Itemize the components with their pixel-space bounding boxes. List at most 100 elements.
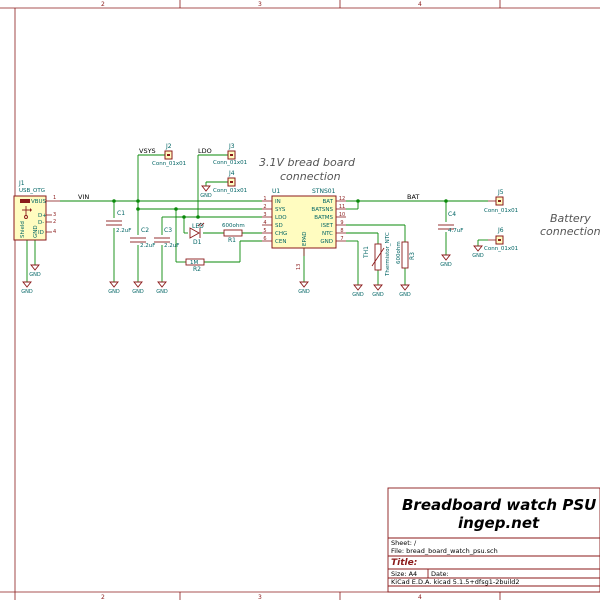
c2-ref: C2 xyxy=(141,227,149,234)
c2-gnd-symbol: GND xyxy=(132,281,144,295)
connector-j5: J5 Conn_01x01 xyxy=(484,189,518,214)
led-d1: LED D1 xyxy=(189,222,205,246)
c4-value: 4.7uF xyxy=(448,228,463,234)
note-battery-line1: Battery xyxy=(550,212,591,225)
u1-pinnum-8: 8 xyxy=(340,228,343,234)
u1-pin-gnd: GND xyxy=(320,239,333,245)
c3-value: 2.2uF xyxy=(164,243,179,249)
r3-gnd-symbol: GND xyxy=(399,284,411,298)
th1-gnd-symbol: GND xyxy=(372,284,384,298)
gnd-label: GND xyxy=(399,292,411,298)
u1-pinnum-11: 11 xyxy=(339,204,345,210)
j1-pinnum-3: 3 xyxy=(53,212,56,218)
u1-pin-bat: BAT xyxy=(323,199,334,205)
connector-j1-usb: J1 USB_OTG VBUS D+ D- ID Shield GND 1 3 … xyxy=(13,180,60,241)
j2-ref: J2 xyxy=(165,143,172,150)
u1-pinnum-3: 3 xyxy=(263,212,266,218)
capacitor-c1: C1 2.2uF xyxy=(106,210,131,234)
u1-pinnum-9: 9 xyxy=(340,220,343,226)
title-file: File: bread_board_watch_psu.sch xyxy=(391,547,498,555)
net-label-vsys: VSYS xyxy=(139,147,156,155)
j4-gnd-symbol: GND xyxy=(200,185,212,199)
r2-value: 1M xyxy=(190,260,198,266)
gnd-label: GND xyxy=(132,289,144,295)
j4-ref: J4 xyxy=(228,170,235,177)
u1-ref: U1 xyxy=(272,188,280,195)
c3-gnd-symbol: GND xyxy=(156,281,168,295)
j1-pinnum-1: 1 xyxy=(53,195,56,201)
gnd-label: GND xyxy=(352,292,364,298)
ground-symbols: GND GND GND GND GND GND GND GND GND GND GND GND xyxy=(21,185,484,298)
u1-pin-sys: SYS xyxy=(275,207,286,213)
j3-value: Conn_01x01 xyxy=(213,160,247,166)
u1-pin-ldo: LDO xyxy=(275,215,287,221)
gnd-label: GND xyxy=(156,289,168,295)
u1-pinnum-10: 10 xyxy=(339,212,345,218)
u1-pin-sd: SD xyxy=(275,223,283,229)
u1-pin-ntc: NTC xyxy=(322,231,333,237)
resistor-r1: 600ohm R1 xyxy=(222,223,245,244)
net-label-vin: VIN xyxy=(78,193,89,201)
u1-pin-in: IN xyxy=(275,199,281,205)
r1-value: 600ohm xyxy=(222,223,245,229)
j2-value: Conn_01x01 xyxy=(152,161,186,167)
j1-pin-id: ID xyxy=(38,230,44,236)
j4-value: Conn_01x01 xyxy=(213,188,247,194)
th1-ref: TH1 xyxy=(363,246,370,259)
gnd-label: GND xyxy=(29,272,41,278)
title-kicad: KiCad E.D.A. kicad 5.1.5+dfsg1-2build2 xyxy=(391,578,519,586)
r2-ref: R2 xyxy=(193,266,201,273)
net-label-bat: BAT xyxy=(407,193,419,201)
u1-pin-epad: EPAD xyxy=(302,232,308,246)
junctions xyxy=(112,199,448,219)
u1-pinnum-1: 1 xyxy=(263,196,266,202)
u1-pinnum-12: 12 xyxy=(339,196,345,202)
capacitor-c4: C4 4.7uF xyxy=(438,211,463,234)
gnd-label: GND xyxy=(472,253,484,259)
c4-gnd-symbol: GND xyxy=(440,254,452,268)
c2-value: 2.2uF xyxy=(140,243,155,249)
title-label: Title: xyxy=(391,558,417,568)
gnd-label: GND xyxy=(200,193,212,199)
u1-pinnum-13: 13 xyxy=(296,264,302,270)
c3-ref: C3 xyxy=(164,227,172,234)
j1-pin-dm: D- xyxy=(38,220,44,226)
frame-col-2-top: 2 xyxy=(101,1,105,8)
d1-value: LED xyxy=(192,223,204,230)
j5-value: Conn_01x01 xyxy=(484,208,518,214)
wires xyxy=(26,154,488,285)
j1-pin-shield: Shield xyxy=(20,221,26,238)
usb-icon xyxy=(22,206,32,219)
c1-ref: C1 xyxy=(117,210,125,217)
gnd-label: GND xyxy=(298,289,310,295)
j1-pinnum-4: 4 xyxy=(53,229,56,235)
gnd-label: GND xyxy=(108,289,120,295)
frame-col-3-top: 3 xyxy=(258,1,262,8)
connector-j4: J4 Conn_01x01 xyxy=(213,170,247,194)
u1-gnd-symbol: GND xyxy=(298,281,310,295)
frame-col-3-bottom: 3 xyxy=(258,594,262,600)
capacitor-c3: C3 2.2uF xyxy=(154,227,179,249)
j1-pinnum-2: 2 xyxy=(53,219,56,225)
j1-pin-vbus: VBUS xyxy=(31,199,47,205)
u1-pin-cen: CEN xyxy=(275,239,286,245)
j1-pin-dp: D+ xyxy=(38,213,47,219)
u1-pinnum-2: 2 xyxy=(263,204,266,210)
c1-gnd-symbol: GND xyxy=(108,281,120,295)
u1-pin-chg: CHG xyxy=(275,231,287,237)
u1-pinnum-5: 5 xyxy=(263,228,266,234)
j5-ref: J5 xyxy=(497,189,504,196)
j6-ref: J6 xyxy=(497,227,504,234)
title-sheet: Sheet: / xyxy=(391,539,417,547)
connector-j2: J2 Conn_01x01 xyxy=(152,143,186,167)
gnd-label: GND xyxy=(440,262,452,268)
u1-pin-batsns: BATSNS xyxy=(311,207,333,213)
c4-ref: C4 xyxy=(448,211,456,218)
j1-pin-gnd: GND xyxy=(33,225,39,238)
title-block: Breadboard watch PSU ingep.net Sheet: / … xyxy=(387,487,600,593)
u1-pin-iset: ISET xyxy=(321,223,334,229)
